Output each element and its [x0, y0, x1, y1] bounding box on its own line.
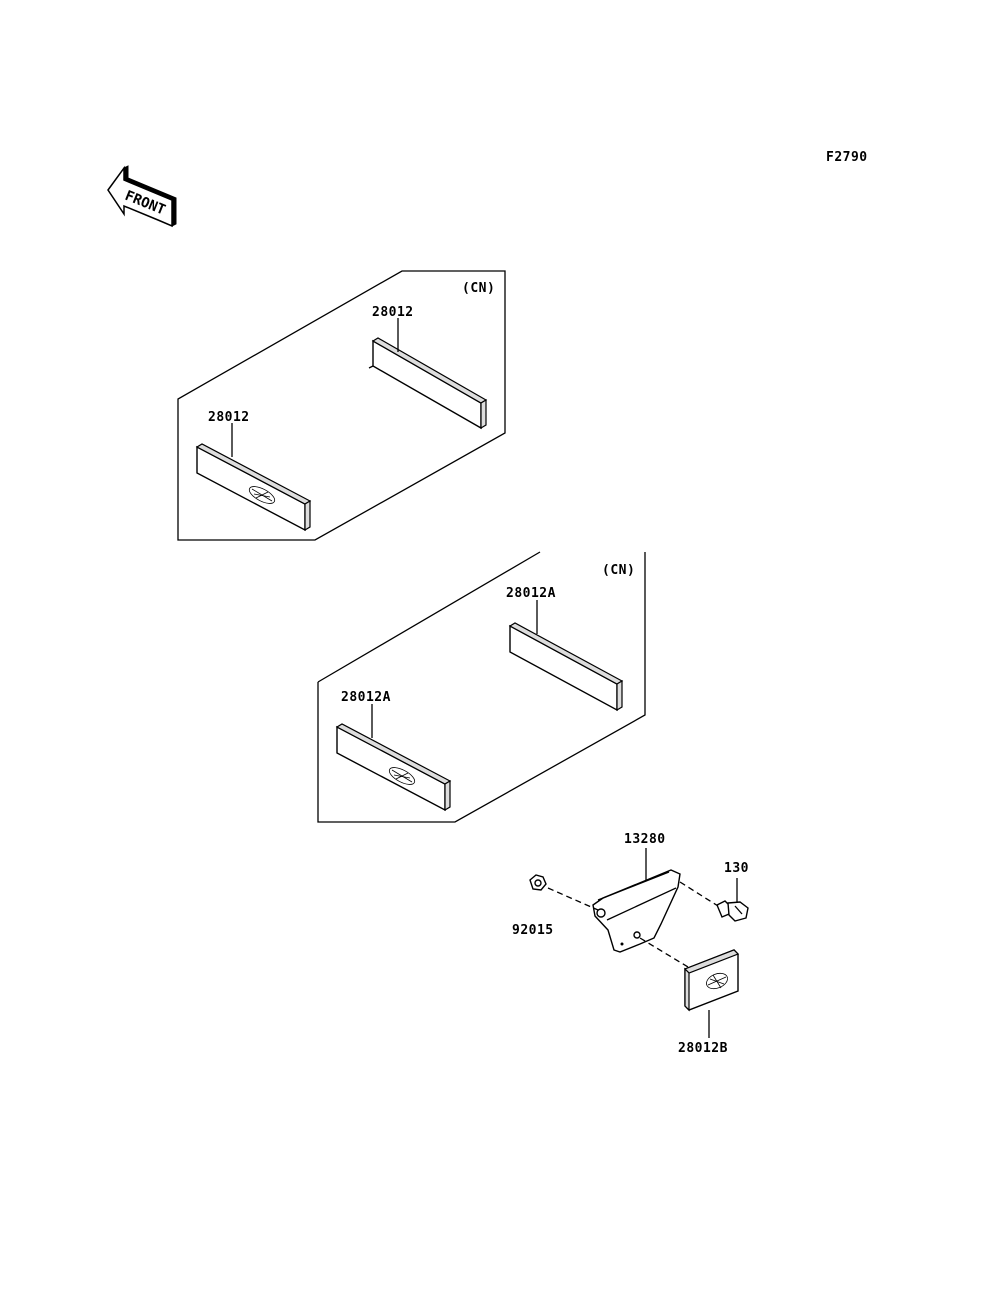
group-2-label-upper: 28012A [506, 586, 556, 601]
group-1-boundary [177, 270, 506, 541]
figure-code: F2790 [826, 150, 868, 165]
group-2-side-reflector-lower [335, 723, 452, 812]
group-1-side-reflector-upper [368, 337, 488, 430]
kawasaki-logo-icon [706, 972, 728, 990]
dash-line [679, 881, 719, 907]
front-arrow-icon: FRONT [107, 165, 177, 228]
group-1-label-upper: 28012 [372, 305, 414, 320]
dash-line [547, 887, 599, 911]
group-1-label-lower: 28012 [208, 410, 250, 425]
bolt-icon [716, 900, 749, 922]
group-2-side-reflector-upper [508, 622, 624, 712]
group-2-label-lower: 28012A [341, 690, 391, 705]
kawasaki-logo-icon [248, 486, 276, 504]
bolt-label: 130 [724, 861, 749, 876]
group-2-variant: (CN) [602, 563, 635, 578]
group-1-side-reflector-lower [195, 443, 312, 532]
group-1-variant: (CN) [462, 281, 495, 296]
kawasaki-logo-icon [388, 767, 416, 785]
nut-label: 92015 [512, 923, 554, 938]
reflector-label: 28012B [678, 1041, 728, 1056]
rear-reflector [683, 949, 740, 1012]
nut-icon [529, 874, 547, 891]
reflector-bracket [592, 869, 681, 953]
bracket-label: 13280 [624, 832, 666, 847]
group-2-boundary [317, 551, 646, 823]
dash-line [639, 937, 689, 968]
